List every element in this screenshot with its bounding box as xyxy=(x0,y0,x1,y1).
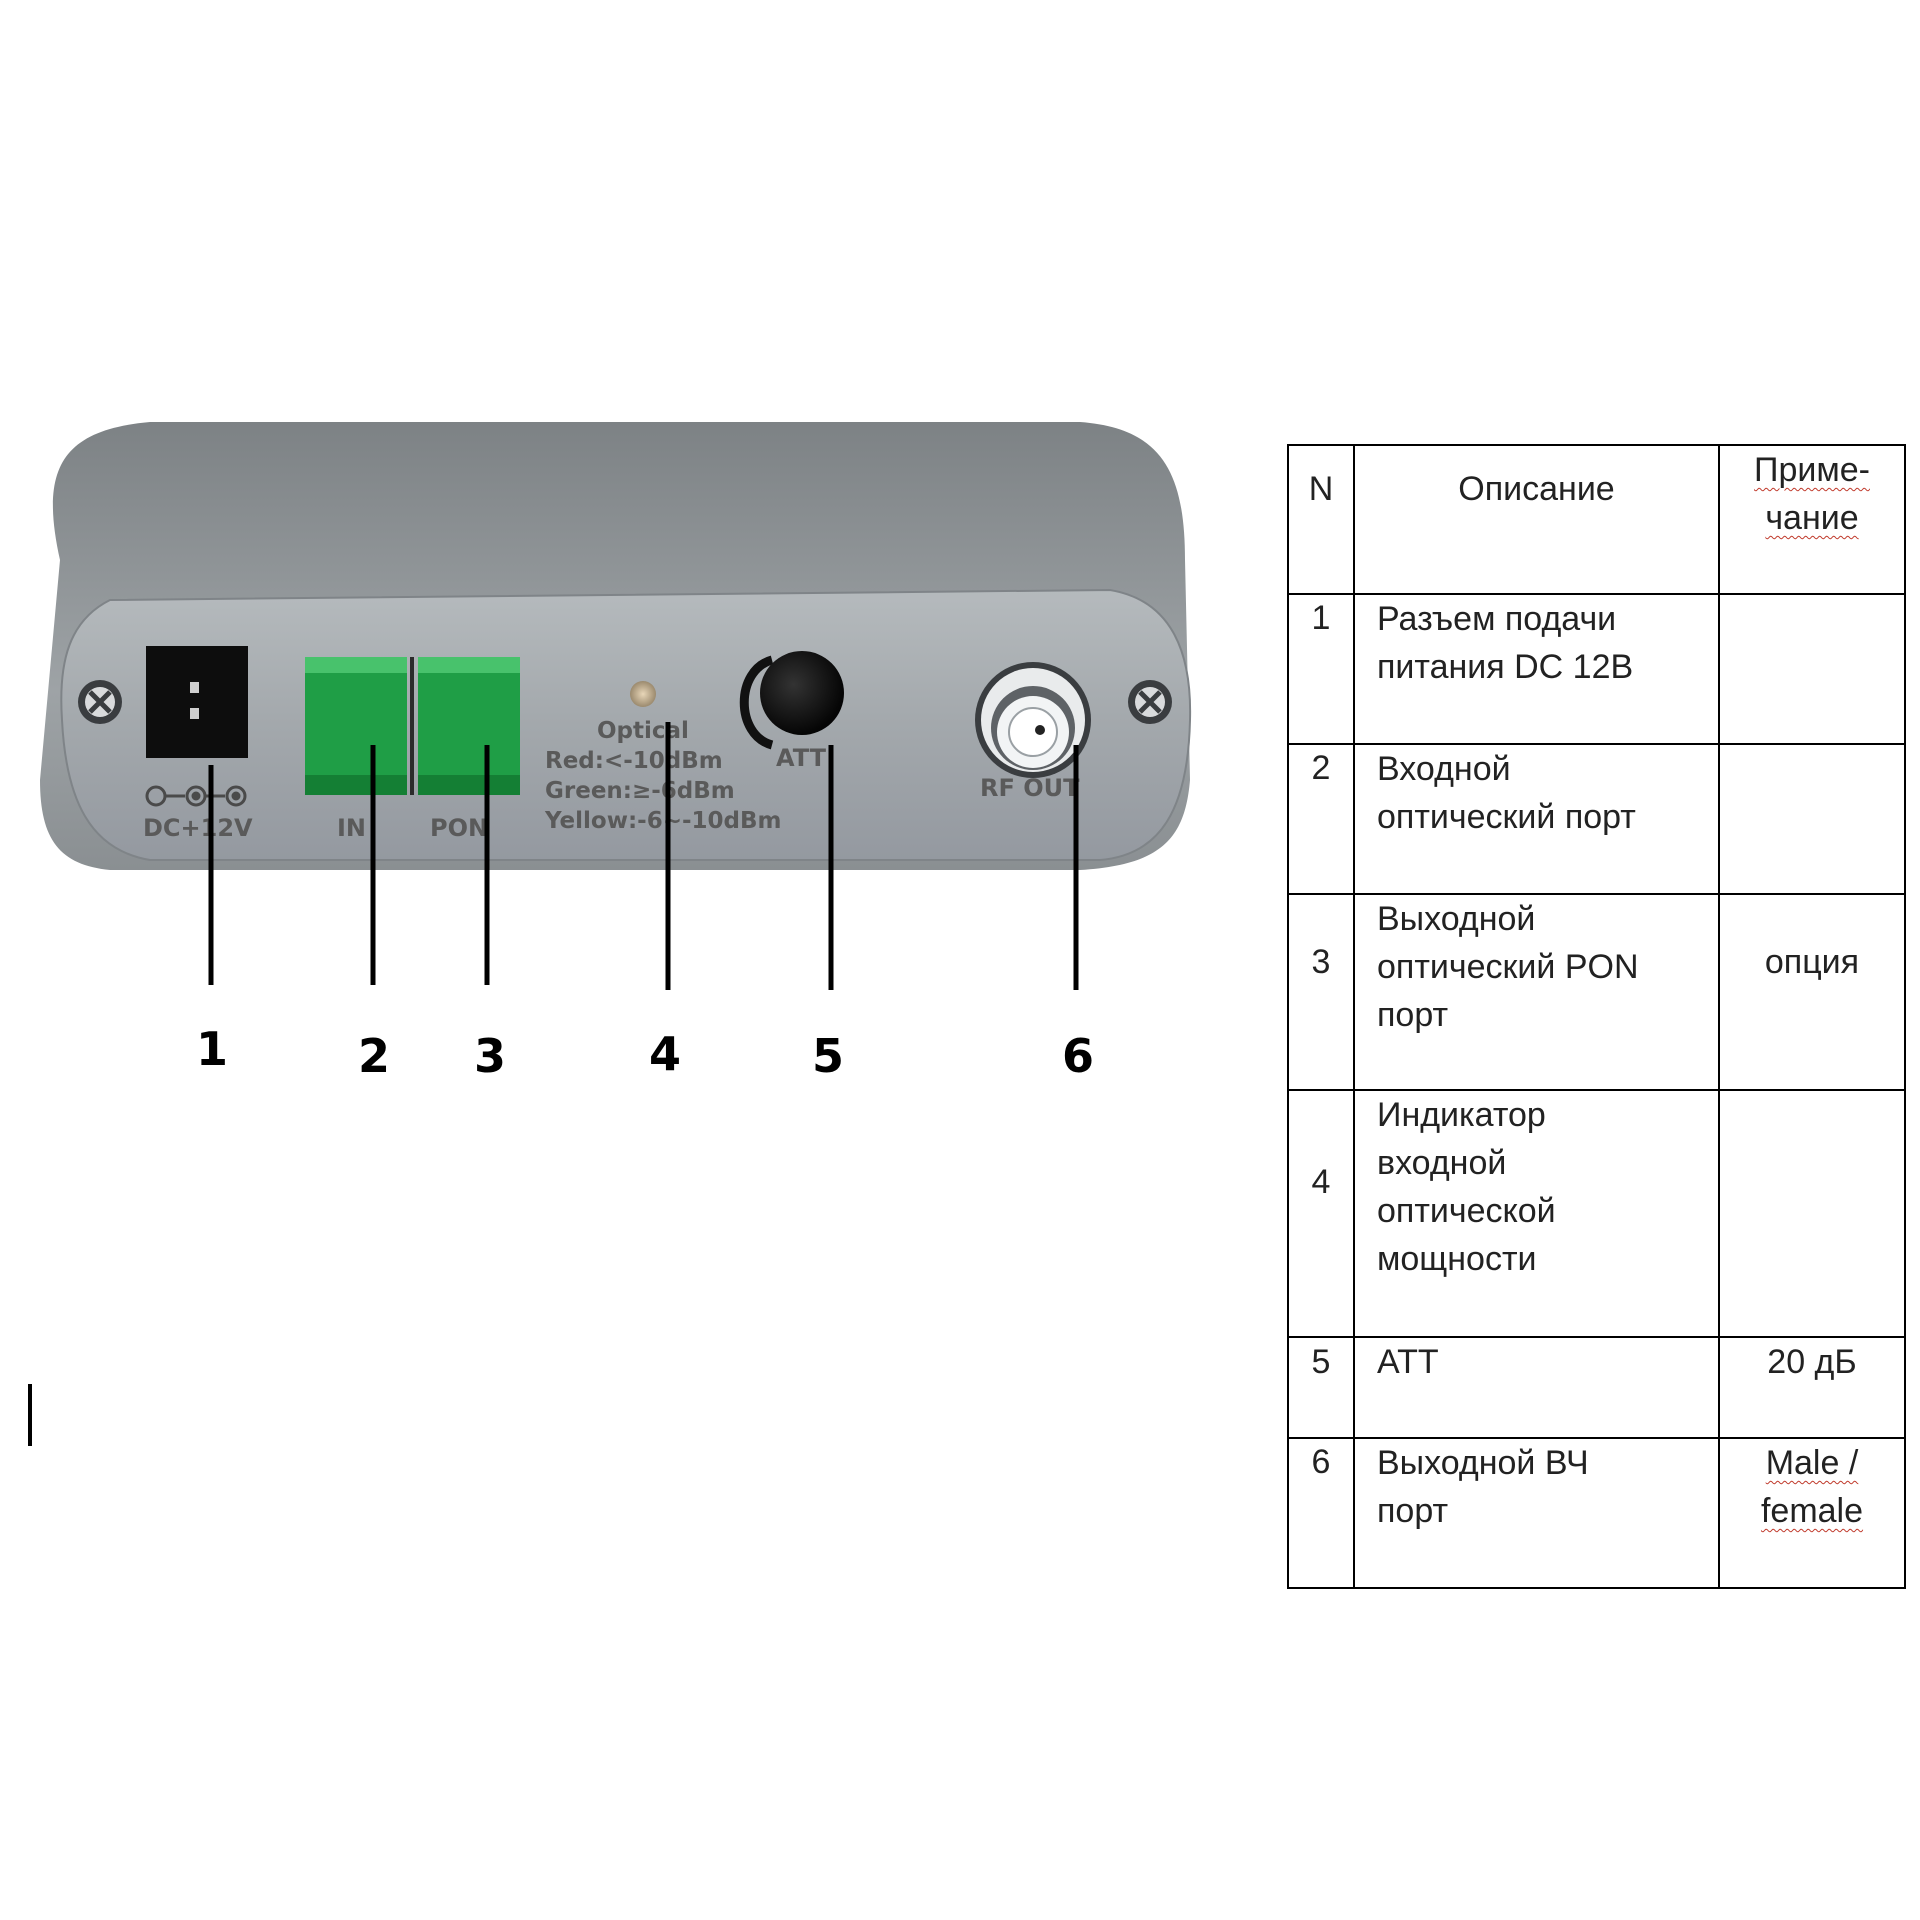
rf-label: RF OUT xyxy=(980,774,1080,802)
row-note-text: female xyxy=(1760,1492,1864,1530)
row-note: 20 дБ xyxy=(1718,1336,1906,1439)
optical-led-icon xyxy=(630,681,656,707)
row-description: Разъем подачи питания DC 12В xyxy=(1353,593,1720,745)
callout-number-3: 3 xyxy=(474,1029,506,1083)
att-arc-icon xyxy=(739,655,774,750)
row-description-line: входной xyxy=(1377,1144,1507,1182)
indicator-green: Green:≥-6dBm xyxy=(545,778,735,804)
row-description-line: порт xyxy=(1377,1492,1449,1530)
header-note-line2: чание xyxy=(1765,499,1859,537)
row-description: Выходной ВЧ порт xyxy=(1353,1437,1720,1589)
port-gap xyxy=(410,657,414,795)
power-jack xyxy=(146,646,248,758)
spec-table: N Описание Приме- чание 1 Разъем подачи … xyxy=(1287,444,1906,1589)
row-description-line: оптический порт xyxy=(1377,798,1636,836)
indicator-red: Red:<-10dBm xyxy=(545,748,723,774)
rf-connector xyxy=(975,662,1091,778)
row-description-line: Разъем подачи xyxy=(1377,600,1617,638)
port-pon-label: PON xyxy=(430,814,488,842)
table-row: 2 Входной оптический порт xyxy=(1287,743,1906,895)
optical-port-in xyxy=(305,657,407,795)
optical-port-pon xyxy=(418,657,520,795)
indicator-yellow: Yellow:-6~-10dBm xyxy=(544,808,782,834)
row-description-line: питания DC 12В xyxy=(1377,648,1634,686)
row-note xyxy=(1718,1089,1906,1338)
row-number: 6 xyxy=(1287,1437,1355,1589)
power-label: DC+12V xyxy=(143,814,253,842)
row-number: 1 xyxy=(1287,593,1355,745)
callout-number-1: 1 xyxy=(196,1022,228,1076)
header-note-line1: Приме- xyxy=(1754,451,1870,489)
row-description-line: порт xyxy=(1377,996,1449,1034)
table-row: 1 Разъем подачи питания DC 12В xyxy=(1287,593,1906,745)
att-label: ATT xyxy=(776,744,827,772)
row-description-line: оптической xyxy=(1377,1192,1556,1230)
polarity-symbol-icon xyxy=(145,785,247,807)
row-note: опция xyxy=(1718,893,1906,1091)
port-in-label: IN xyxy=(337,814,366,842)
row-description: Входной оптический порт xyxy=(1353,743,1720,895)
header-description: Описание xyxy=(1353,444,1720,595)
row-note: Male / female xyxy=(1718,1437,1906,1589)
row-description-line: Входной xyxy=(1377,750,1511,788)
row-description-line: оптический PON xyxy=(1377,948,1639,986)
row-number: 4 xyxy=(1287,1089,1355,1338)
table-header-row: N Описание Приме- чание xyxy=(1287,444,1906,595)
row-description-line: Выходной ВЧ xyxy=(1377,1444,1589,1482)
row-number: 2 xyxy=(1287,743,1355,895)
row-description: ATT xyxy=(1353,1336,1720,1439)
callout-number-2: 2 xyxy=(358,1029,390,1083)
callout-lines xyxy=(208,722,1079,990)
row-note xyxy=(1718,593,1906,745)
callout-number-4: 4 xyxy=(649,1027,681,1081)
indicator-title: Optical xyxy=(597,718,689,744)
callout-number-6: 6 xyxy=(1062,1029,1094,1083)
row-note-text: 20 дБ xyxy=(1767,1343,1857,1381)
row-description-line: мощности xyxy=(1377,1240,1537,1278)
header-n: N xyxy=(1287,444,1355,595)
row-description: Выходной оптический PON порт xyxy=(1353,893,1720,1091)
row-note xyxy=(1718,743,1906,895)
row-note-text: Male / xyxy=(1765,1444,1859,1482)
row-description: Индикатор входной оптической мощности xyxy=(1353,1089,1720,1338)
table-row: 4 Индикатор входной оптической мощности xyxy=(1287,1089,1906,1338)
row-description-line: Индикатор xyxy=(1377,1096,1546,1134)
device-illustration: DC+12V IN PON Optical Red:<-10dBm Green:… xyxy=(40,422,1192,1083)
screw-right-icon xyxy=(1128,680,1172,724)
text-cursor xyxy=(28,1384,32,1446)
table-row: 6 Выходной ВЧ порт Male / female xyxy=(1287,1437,1906,1589)
table-row: 5 ATT 20 дБ xyxy=(1287,1336,1906,1439)
row-description-line: Выходной xyxy=(1377,900,1536,938)
callout-number-5: 5 xyxy=(812,1029,844,1083)
table-row: 3 Выходной оптический PON порт опция xyxy=(1287,893,1906,1091)
screw-left-icon xyxy=(78,680,122,724)
header-note: Приме- чание xyxy=(1718,444,1906,595)
row-number: 3 xyxy=(1287,893,1355,1091)
att-knob xyxy=(760,651,844,735)
row-number: 5 xyxy=(1287,1336,1355,1439)
